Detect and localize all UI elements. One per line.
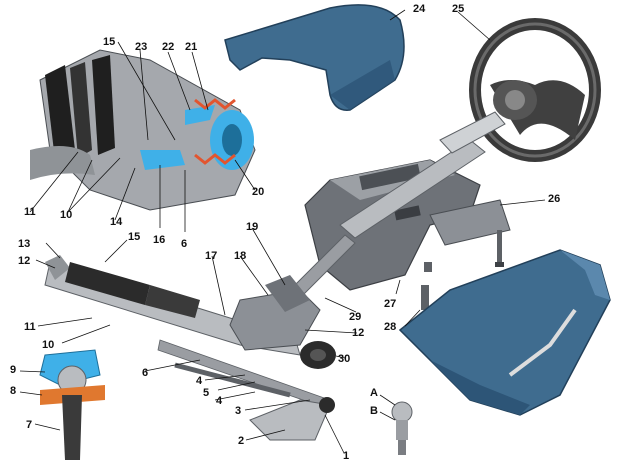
- callout-7: 7: [26, 419, 32, 431]
- column-bracket: [421, 199, 511, 310]
- callout-16: 16: [153, 234, 165, 246]
- leader-lines: [19, 9, 546, 454]
- callout-6-mid: 6: [142, 367, 148, 379]
- ball-joint-part: [391, 401, 413, 455]
- callout-25: 25: [452, 3, 464, 15]
- pinion-housing: [229, 275, 321, 351]
- callout-5: 5: [203, 387, 209, 399]
- callout-3: 3: [235, 405, 241, 417]
- callout-17: 17: [205, 250, 217, 262]
- lower-column-cover: [398, 249, 611, 416]
- callout-30: 30: [338, 353, 350, 365]
- callout-11-top: 11: [24, 206, 36, 218]
- callout-23: 23: [135, 41, 147, 53]
- callout-26: 26: [548, 193, 560, 205]
- callout-15-top: 15: [103, 36, 115, 48]
- callout-27: 27: [384, 298, 396, 310]
- tie-rod-end-detail: [39, 349, 105, 460]
- callout-18: 18: [234, 250, 246, 262]
- callout-21: 21: [185, 41, 197, 53]
- callout-12-left: 12: [18, 255, 30, 267]
- callout-10-top: 10: [60, 209, 72, 221]
- upper-column-cover: [224, 4, 405, 111]
- callout-12-right: 12: [352, 327, 364, 339]
- callout-22: 22: [162, 41, 174, 53]
- callout-13: 13: [18, 238, 30, 250]
- callout-6-top: 6: [181, 238, 187, 250]
- rack-boot: [65, 262, 200, 318]
- callout-29: 29: [349, 311, 361, 323]
- callout-9: 9: [10, 364, 16, 376]
- steering-shaft: [284, 111, 506, 304]
- callout-2: 2: [238, 435, 244, 447]
- callout-10-mid: 10: [42, 339, 54, 351]
- callout-A: A: [370, 387, 378, 399]
- callout-labels: 15 23 22 21 24 25 26 20 11 10 14 16 6 13…: [10, 3, 560, 462]
- rack-end-cap: [300, 341, 336, 369]
- callout-1: 1: [343, 450, 349, 462]
- callout-24: 24: [413, 3, 426, 15]
- callout-4-b: 4: [216, 395, 223, 407]
- callout-4-a: 4: [196, 375, 203, 387]
- callout-28: 28: [384, 321, 396, 333]
- callout-B: B: [370, 405, 378, 417]
- callout-19: 19: [246, 221, 258, 233]
- callout-8: 8: [10, 385, 16, 397]
- callout-14: 14: [110, 216, 123, 228]
- steering-wheel: [469, 18, 601, 162]
- callout-11-mid: 11: [24, 321, 36, 333]
- callout-15-mid: 15: [128, 231, 140, 243]
- callout-20: 20: [252, 186, 264, 198]
